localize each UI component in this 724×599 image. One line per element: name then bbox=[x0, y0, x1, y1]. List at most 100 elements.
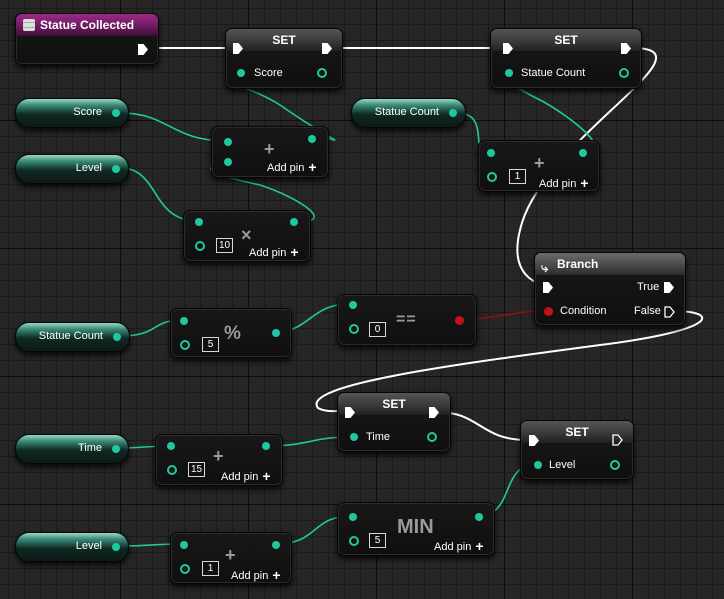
exec-in-pin[interactable] bbox=[543, 282, 553, 293]
equals-symbol: == bbox=[396, 311, 417, 328]
set-node-score[interactable]: SET Score bbox=[225, 28, 343, 89]
bool-output-pin[interactable] bbox=[455, 316, 464, 325]
value-input[interactable]: 10 bbox=[216, 238, 234, 253]
equals-node[interactable]: 0 == bbox=[337, 294, 477, 346]
input-pin-b[interactable] bbox=[180, 340, 190, 350]
variable-output-pin[interactable] bbox=[112, 543, 120, 551]
output-pin[interactable] bbox=[272, 541, 280, 549]
input-pin-b[interactable] bbox=[349, 324, 359, 334]
time-input-pin[interactable] bbox=[350, 433, 358, 441]
add-node-score[interactable]: + Add pin+ bbox=[211, 126, 329, 178]
add-node-statue-count[interactable]: 1 + Add pin+ bbox=[478, 140, 600, 192]
output-pin[interactable] bbox=[579, 149, 587, 157]
set-var-label: Statue Count bbox=[521, 67, 586, 79]
multiply-symbol: × bbox=[241, 225, 252, 245]
input-pin-b[interactable] bbox=[167, 465, 177, 475]
variable-output-pin[interactable] bbox=[113, 333, 121, 341]
set-node-level[interactable]: SET Level bbox=[520, 420, 634, 480]
exec-out-pin[interactable] bbox=[612, 434, 623, 446]
variable-statue-count[interactable]: Statue Count bbox=[351, 98, 466, 128]
exec-out-pin[interactable] bbox=[621, 43, 631, 54]
event-node-header: Statue Collected bbox=[16, 14, 158, 36]
set-node-header: SET bbox=[338, 393, 450, 415]
value-input[interactable]: 1 bbox=[202, 561, 219, 576]
value-input[interactable]: 5 bbox=[202, 337, 219, 352]
add-pin-button[interactable]: Add pin+ bbox=[231, 567, 281, 583]
variable-label: Statue Count bbox=[38, 330, 103, 342]
min-node[interactable]: 5 MIN Add pin+ bbox=[337, 502, 495, 556]
min-symbol: MIN bbox=[397, 516, 434, 538]
output-pin[interactable] bbox=[290, 218, 298, 226]
variable-time[interactable]: Time bbox=[15, 434, 129, 464]
input-pin-a[interactable] bbox=[349, 301, 357, 309]
output-pin[interactable] bbox=[272, 329, 280, 337]
input-pin-a[interactable] bbox=[180, 317, 188, 325]
input-pin-b[interactable] bbox=[180, 564, 190, 574]
add-node-time[interactable]: 15 + Add pin+ bbox=[155, 434, 283, 486]
branch-node[interactable]: ⤷ Branch True Condition False bbox=[534, 252, 686, 326]
add-pin-button[interactable]: Add pin+ bbox=[434, 538, 484, 554]
level-output-pin[interactable] bbox=[610, 460, 620, 470]
input-pin-a[interactable] bbox=[195, 218, 203, 226]
input-pin-a[interactable] bbox=[224, 138, 232, 146]
exec-out-pin[interactable] bbox=[429, 407, 439, 418]
variable-label: Level bbox=[75, 162, 102, 174]
exec-in-pin[interactable] bbox=[233, 43, 243, 54]
add-pin-button[interactable]: Add pin+ bbox=[267, 159, 317, 175]
output-pin[interactable] bbox=[475, 513, 483, 521]
value-input[interactable]: 15 bbox=[188, 462, 206, 477]
exec-out-pin[interactable] bbox=[138, 44, 148, 55]
input-pin-a[interactable] bbox=[487, 149, 495, 157]
add-symbol: + bbox=[225, 545, 236, 565]
exec-in-pin[interactable] bbox=[345, 407, 355, 418]
add-node-level[interactable]: 1 + Add pin+ bbox=[170, 532, 292, 584]
input-pin-b[interactable] bbox=[195, 241, 205, 251]
variable-level[interactable]: Level bbox=[15, 154, 129, 184]
variable-label: Time bbox=[77, 442, 102, 454]
variable-output-pin[interactable] bbox=[112, 165, 120, 173]
set-node-time[interactable]: SET Time bbox=[337, 392, 451, 452]
add-pin-button[interactable]: Add pin+ bbox=[221, 468, 271, 484]
input-pin-a[interactable] bbox=[180, 541, 188, 549]
variable-level[interactable]: Level bbox=[15, 532, 129, 562]
input-pin-b[interactable] bbox=[224, 158, 232, 166]
statue-count-output-pin[interactable] bbox=[619, 68, 629, 78]
variable-label: Score bbox=[73, 106, 102, 118]
variable-output-pin[interactable] bbox=[112, 109, 120, 117]
set-node-statue-count[interactable]: SET Statue Count bbox=[490, 28, 642, 89]
input-pin-b[interactable] bbox=[349, 536, 359, 546]
variable-statue-count[interactable]: Statue Count bbox=[15, 322, 130, 352]
set-node-header: SET bbox=[226, 29, 342, 51]
event-node-statue-collected[interactable]: Statue Collected bbox=[15, 13, 159, 65]
variable-score[interactable]: Score bbox=[15, 98, 129, 128]
variable-output-pin[interactable] bbox=[449, 109, 457, 117]
score-output-pin[interactable] bbox=[317, 68, 327, 78]
exec-wire bbox=[315, 310, 704, 413]
add-pin-button[interactable]: Add pin+ bbox=[539, 175, 589, 191]
input-pin-a[interactable] bbox=[167, 442, 175, 450]
output-pin[interactable] bbox=[308, 135, 316, 143]
input-pin-b[interactable] bbox=[487, 172, 497, 182]
level-input-pin[interactable] bbox=[534, 461, 542, 469]
exec-out-pin[interactable] bbox=[322, 43, 332, 54]
time-output-pin[interactable] bbox=[427, 432, 437, 442]
input-pin-a[interactable] bbox=[349, 513, 357, 521]
statue-count-input-pin[interactable] bbox=[505, 69, 513, 77]
true-exec-pin[interactable] bbox=[664, 282, 674, 293]
variable-output-pin[interactable] bbox=[112, 445, 120, 453]
modulo-node[interactable]: 5 % bbox=[170, 308, 292, 358]
add-pin-button[interactable]: Add pin+ bbox=[249, 244, 299, 260]
value-input[interactable]: 5 bbox=[369, 533, 386, 548]
set-var-label: Level bbox=[549, 459, 576, 471]
exec-in-pin[interactable] bbox=[503, 43, 513, 54]
modulo-symbol: % bbox=[224, 323, 241, 344]
multiply-node[interactable]: 10 × Add pin+ bbox=[183, 210, 311, 262]
output-pin[interactable] bbox=[262, 442, 270, 450]
value-input[interactable]: 1 bbox=[509, 169, 526, 184]
condition-input-pin[interactable] bbox=[544, 307, 553, 316]
exec-in-pin[interactable] bbox=[529, 435, 539, 446]
score-input-pin[interactable] bbox=[237, 69, 245, 77]
variable-label: Statue Count bbox=[374, 106, 439, 118]
value-input[interactable]: 0 bbox=[369, 322, 386, 337]
false-exec-pin[interactable] bbox=[664, 306, 675, 318]
